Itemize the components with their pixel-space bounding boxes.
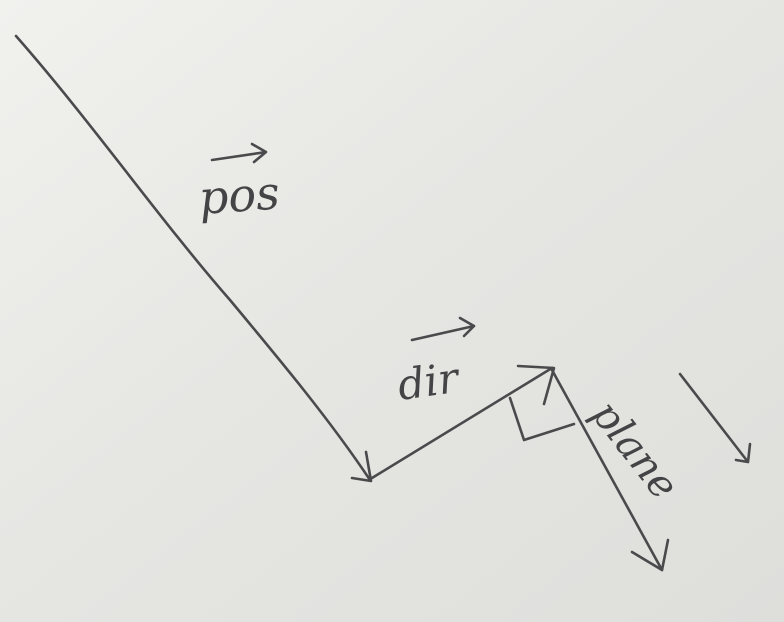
dir-label: dir — [395, 353, 465, 410]
pos-line — [14, 34, 372, 482]
pos-arrowhead — [350, 450, 373, 483]
right-angle-marker — [508, 396, 576, 442]
plane-label-arrow — [678, 372, 752, 464]
pos-label: pos — [197, 165, 281, 225]
plane-arrowhead — [630, 538, 670, 572]
dir-label-arrow — [410, 316, 476, 342]
dir-arrowhead — [516, 364, 556, 406]
pos-vector — [14, 34, 373, 483]
pos-label-arrow — [210, 142, 268, 164]
dir-line — [370, 366, 554, 480]
plane-line — [550, 368, 670, 572]
plane-stroke — [550, 368, 664, 572]
dir-vector — [370, 364, 556, 480]
